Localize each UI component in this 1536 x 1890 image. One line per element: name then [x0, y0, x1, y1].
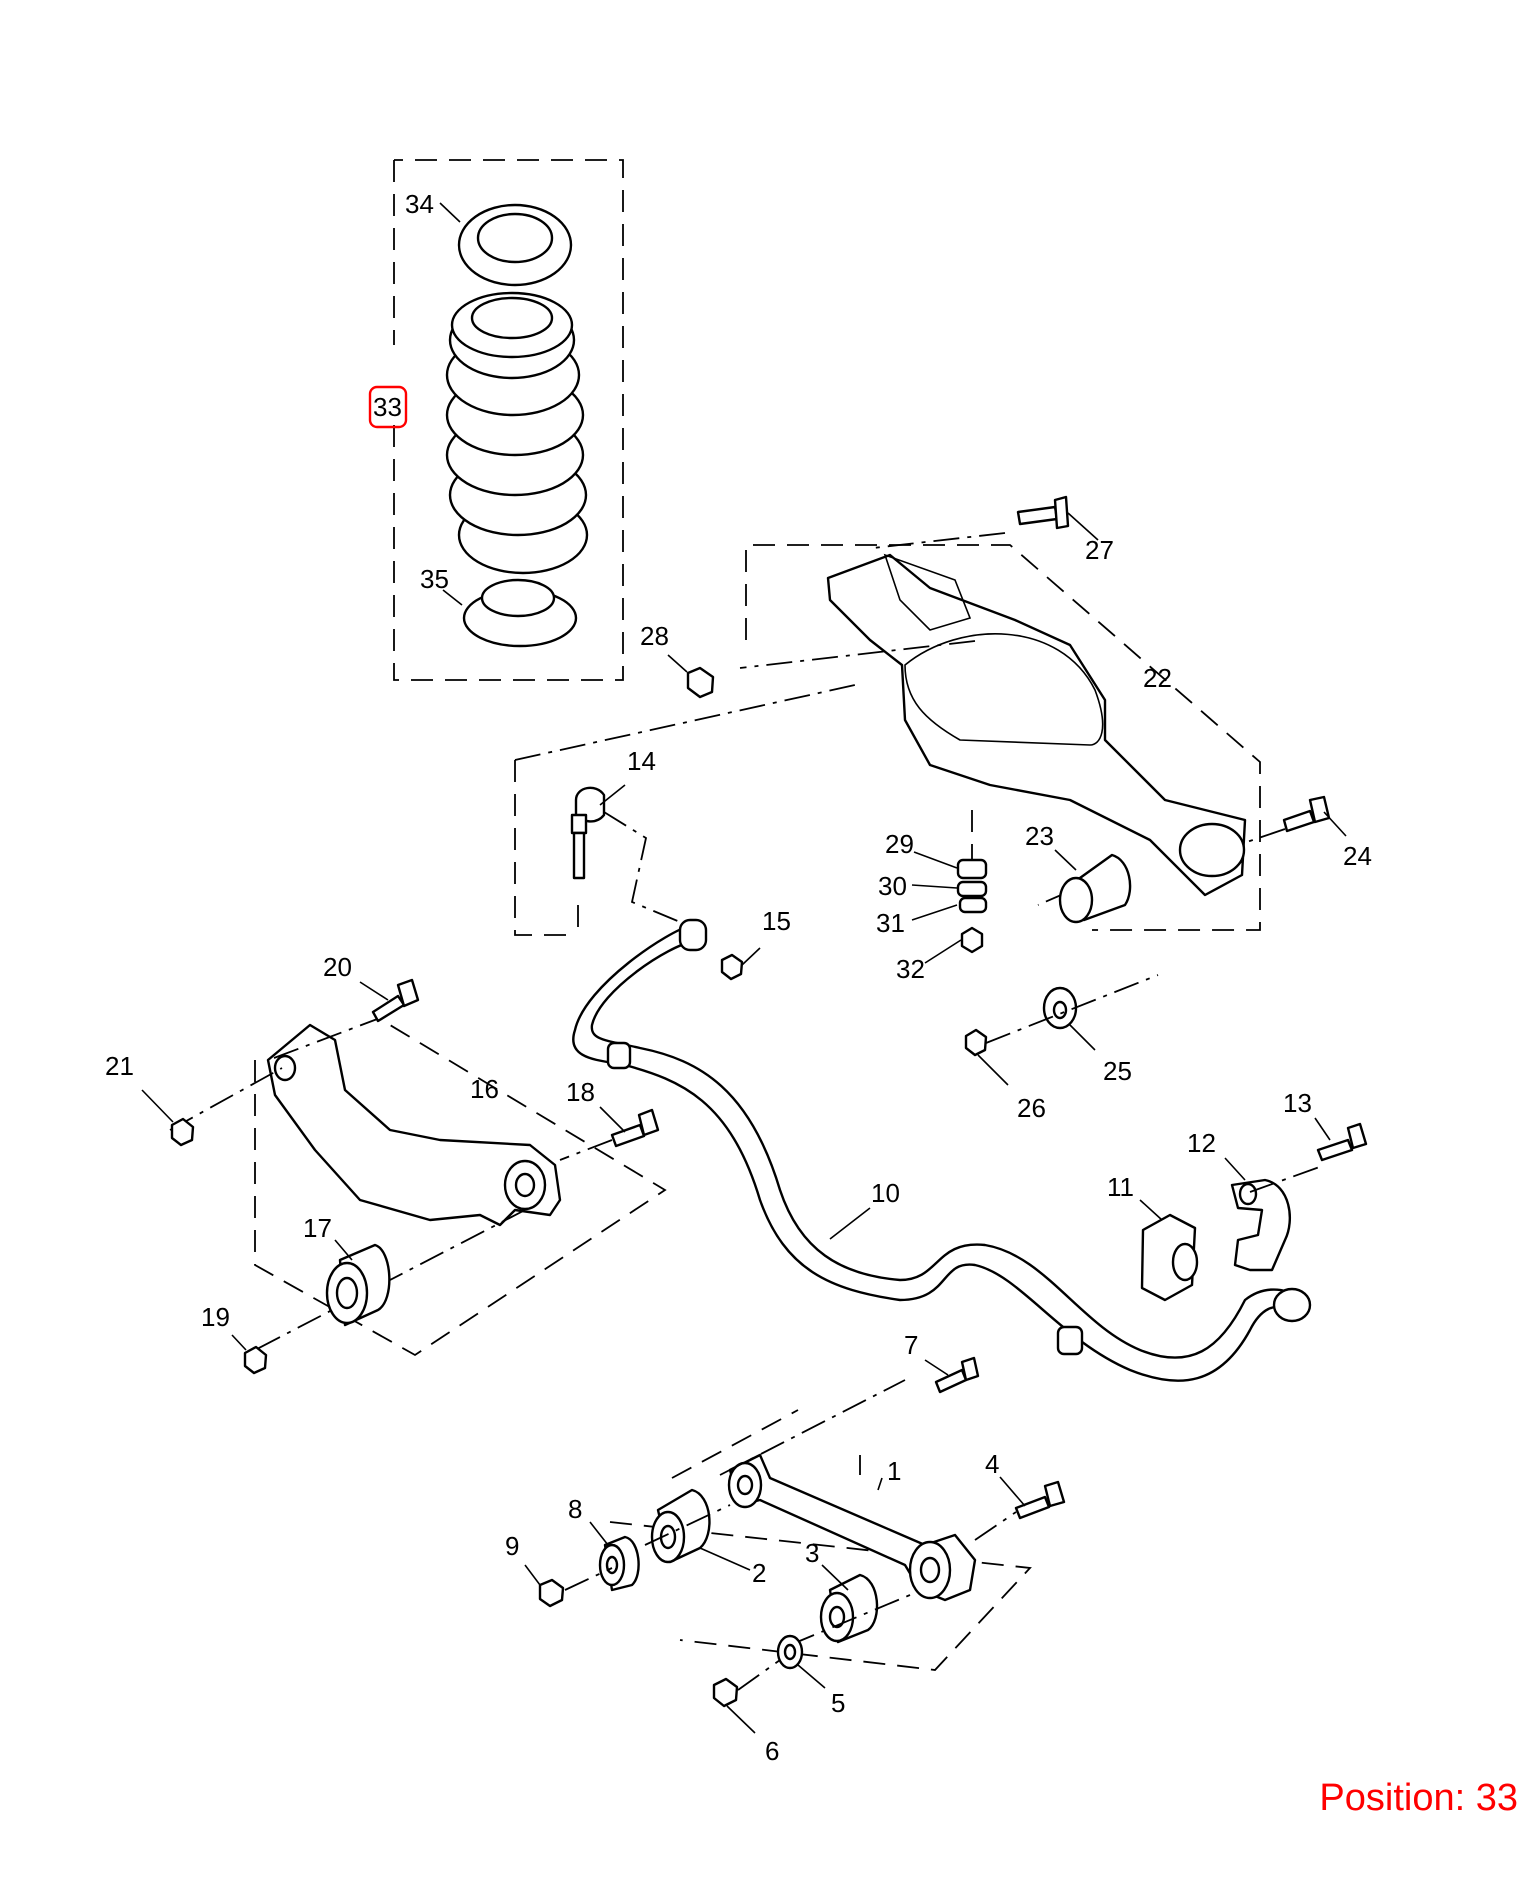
callout-12[interactable]: 12 — [1187, 1128, 1216, 1158]
washer-25 — [1042, 986, 1096, 1051]
bolt-20 — [359, 978, 420, 1023]
lower-spring-seat — [462, 578, 578, 648]
bolt-13 — [1314, 1117, 1368, 1162]
callout-1[interactable]: 1 — [887, 1456, 901, 1486]
bolt-4 — [974, 1476, 1066, 1541]
callout-2[interactable]: 2 — [752, 1558, 766, 1588]
nut-32 — [960, 926, 984, 954]
stabilizer-link-14 — [514, 684, 856, 936]
callout-27[interactable]: 27 — [1085, 535, 1114, 565]
callout-5[interactable]: 5 — [831, 1688, 845, 1718]
upper-control-arm-group — [739, 532, 1286, 931]
callout-34[interactable]: 34 — [405, 189, 434, 219]
lateral-link-group — [609, 1379, 1032, 1671]
callout-31[interactable]: 31 — [876, 908, 905, 938]
leader-27 — [1067, 512, 1099, 541]
washer-5 — [776, 1634, 826, 1689]
stabilizer-bar-10 — [572, 918, 1312, 1382]
callout-29[interactable]: 29 — [885, 829, 914, 859]
callout-24[interactable]: 24 — [1343, 841, 1372, 871]
callout-33[interactable]: 33 — [373, 392, 402, 422]
nut-9 — [524, 1564, 565, 1608]
centerline-27 — [872, 532, 1006, 549]
callout-10[interactable]: 10 — [871, 1178, 900, 1208]
coil-spring — [445, 291, 589, 575]
callout-6[interactable]: 6 — [765, 1736, 779, 1766]
highlight-33-box — [368, 385, 408, 429]
leader-28 — [667, 654, 688, 673]
upper-arm-bushing-eye — [1178, 822, 1246, 878]
insulator-31 — [958, 896, 988, 914]
bushing-17 — [325, 1239, 391, 1327]
callout-22[interactable]: 22 — [1143, 663, 1172, 693]
bar-insulator-left — [606, 1041, 632, 1070]
callout-19[interactable]: 19 — [201, 1302, 230, 1332]
trailing-arm-group — [169, 1017, 667, 1357]
callout-9[interactable]: 9 — [505, 1531, 519, 1561]
callout-7[interactable]: 7 — [904, 1330, 918, 1360]
bolt-18 — [559, 1106, 660, 1161]
spring-group — [393, 159, 624, 681]
callout-21[interactable]: 21 — [105, 1051, 134, 1081]
nut-21 — [141, 1089, 195, 1147]
leader-24 — [1323, 811, 1347, 837]
callout-17[interactable]: 17 — [303, 1213, 332, 1243]
leader-35 — [442, 589, 463, 606]
nut-15 — [720, 947, 761, 981]
bushing-3 — [789, 1564, 911, 1646]
position-label: Position: 33 — [1319, 1777, 1518, 1819]
callout-18[interactable]: 18 — [566, 1077, 595, 1107]
bolt-27 — [1016, 495, 1099, 541]
bushing-2 — [644, 1488, 751, 1571]
leader-34 — [439, 202, 461, 223]
nut-28 — [667, 654, 715, 699]
nut-26 — [964, 974, 1159, 1086]
callout-26[interactable]: 26 — [1017, 1093, 1046, 1123]
callout-4[interactable]: 4 — [985, 1449, 999, 1479]
upper-arm-outline — [745, 544, 1261, 931]
bolt-7 — [924, 1356, 980, 1394]
washer-8 — [564, 1521, 640, 1592]
callout-14[interactable]: 14 — [627, 746, 656, 776]
bushing-29 — [956, 858, 988, 880]
callout-3[interactable]: 3 — [805, 1538, 819, 1568]
callout-35[interactable]: 35 — [420, 564, 449, 594]
centerline-24 — [1243, 828, 1286, 844]
callout-15[interactable]: 15 — [762, 906, 791, 936]
callout-32[interactable]: 32 — [896, 954, 925, 984]
upper-spring-seat — [457, 203, 573, 287]
spring-group-outline — [393, 159, 624, 681]
bracket-12 — [1224, 1157, 1326, 1272]
bushing-23 — [1054, 849, 1132, 924]
centerline-28 — [739, 640, 976, 669]
bar-insulator-right — [1056, 1325, 1084, 1356]
bushing-stack-29-32 — [911, 810, 988, 964]
trailing-arm-16 — [266, 1023, 562, 1227]
leader-23 — [1054, 849, 1077, 871]
callout-20[interactable]: 20 — [323, 952, 352, 982]
nut-19 — [231, 1334, 268, 1375]
bushing-11 — [1139, 1199, 1199, 1302]
callout-13[interactable]: 13 — [1283, 1088, 1312, 1118]
callout-16[interactable]: 16 — [470, 1074, 499, 1104]
bar-end-eye — [678, 918, 708, 952]
callout-8[interactable]: 8 — [568, 1494, 582, 1524]
callout-28[interactable]: 28 — [640, 621, 669, 651]
callout-30[interactable]: 30 — [878, 871, 907, 901]
nut-6 — [712, 1659, 781, 1734]
callout-11[interactable]: 11 — [1107, 1172, 1134, 1202]
washer-30 — [956, 880, 988, 898]
callout-25[interactable]: 25 — [1103, 1056, 1132, 1086]
callout-23[interactable]: 23 — [1025, 821, 1054, 851]
upper-control-arm — [826, 553, 1247, 897]
bolt-24 — [1282, 795, 1347, 837]
